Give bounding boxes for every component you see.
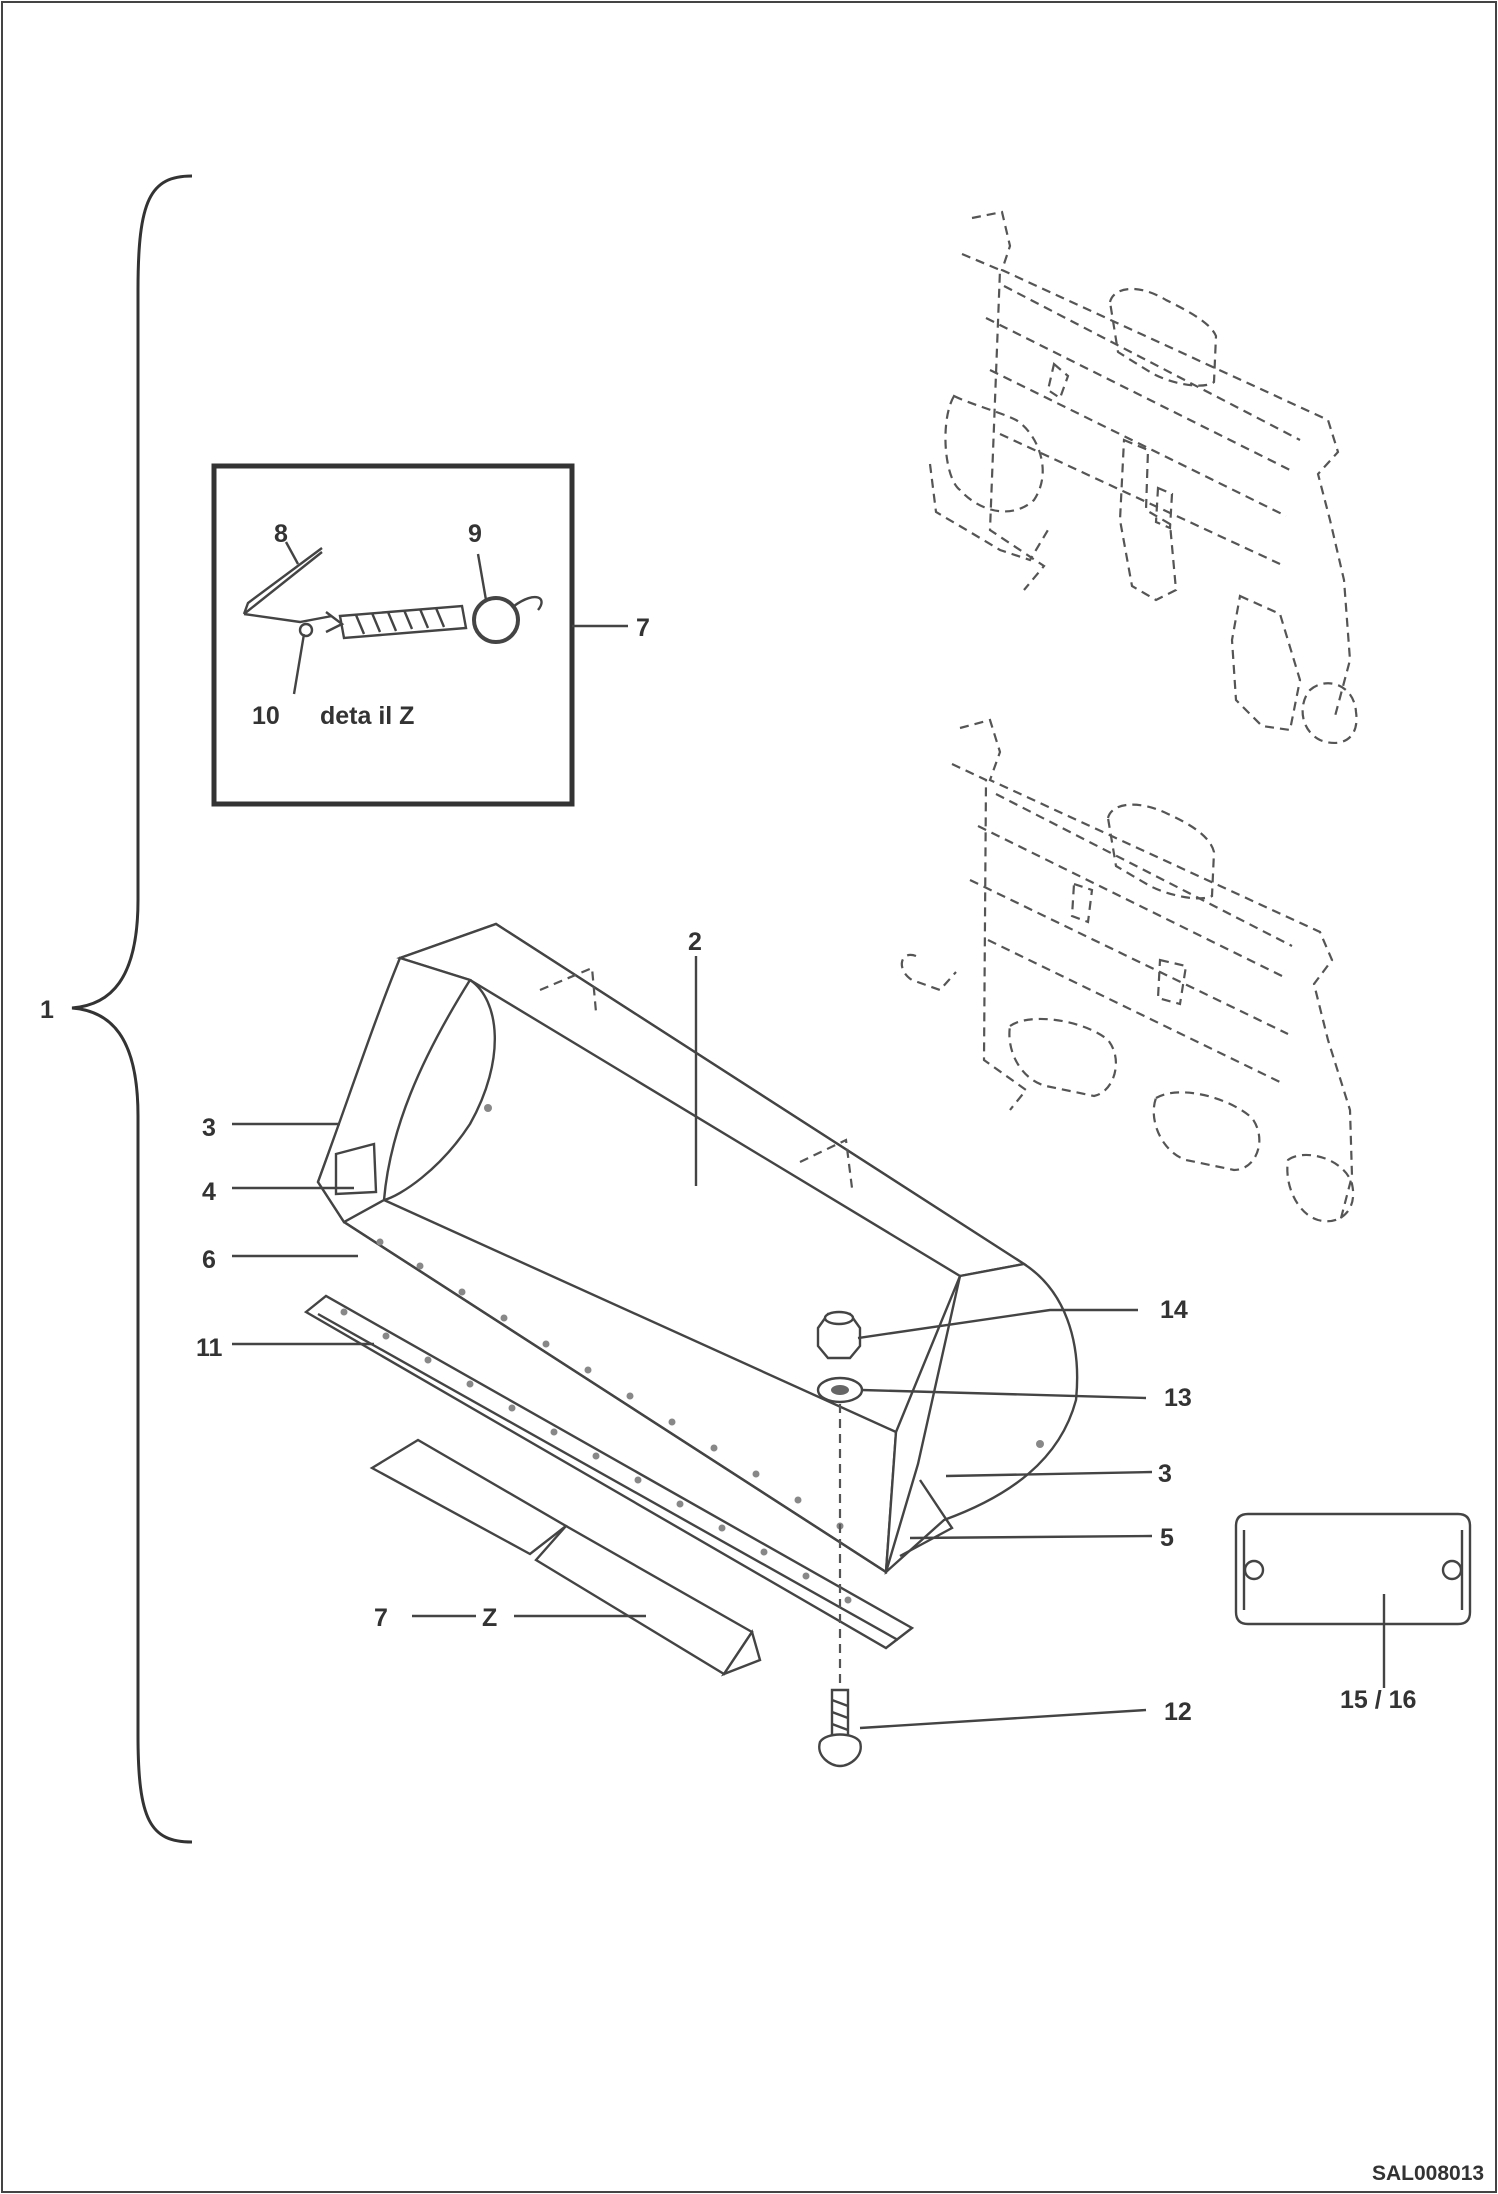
callout-11: 11 [196,1334,223,1362]
quick-coupler-upper [928,210,1358,745]
callout-10: 10 [252,702,280,730]
nut-part-14 [816,1310,862,1360]
drawing-code: SAL008013 [1372,2162,1484,2185]
clip-part-10 [298,622,314,638]
washer-part-13 [816,1376,864,1404]
callout-15-16: 15 / 16 [1340,1686,1416,1714]
callout-2: 2 [688,928,702,956]
bolt-part-12 [818,1688,862,1768]
cutting-edge-part-11 [303,1294,915,1650]
side-plate-right [884,1262,1079,1575]
bucket-body [316,922,1079,1575]
detail-z-inset [211,463,575,807]
callout-8: 8 [274,520,288,548]
wire-part-8 [242,547,323,615]
callout-3-left: 3 [202,1114,216,1142]
callout-1: 1 [40,996,54,1024]
quick-coupler-lower [900,718,1355,1223]
edge-protectors-part-7 [369,1438,762,1677]
callout-12: 12 [1164,1698,1192,1726]
detail-z-caption: deta il Z [320,702,414,730]
callout-3-right: 3 [1158,1460,1172,1488]
callout-5: 5 [1160,1524,1174,1552]
leader-lines [232,956,1386,1730]
callout-4: 4 [202,1178,216,1206]
callout-labels: 1 2 3 3 4 5 6 7 7 Z 8 9 10 deta il Z 11 … [40,520,1484,2185]
assembly-brace [71,174,193,1844]
ring-part-9 [472,596,520,644]
callout-6: 6 [202,1246,216,1274]
callout-7-inset: 7 [636,614,650,642]
callout-z: Z [482,1604,497,1632]
callout-7-main: 7 [374,1604,388,1632]
plate-part-15-16 [1234,1512,1472,1626]
callout-9: 9 [468,520,482,548]
side-plate-left [316,956,472,1224]
callout-14: 14 [1160,1296,1188,1324]
callout-13: 13 [1164,1384,1192,1412]
plate-part-4 [334,1142,378,1196]
